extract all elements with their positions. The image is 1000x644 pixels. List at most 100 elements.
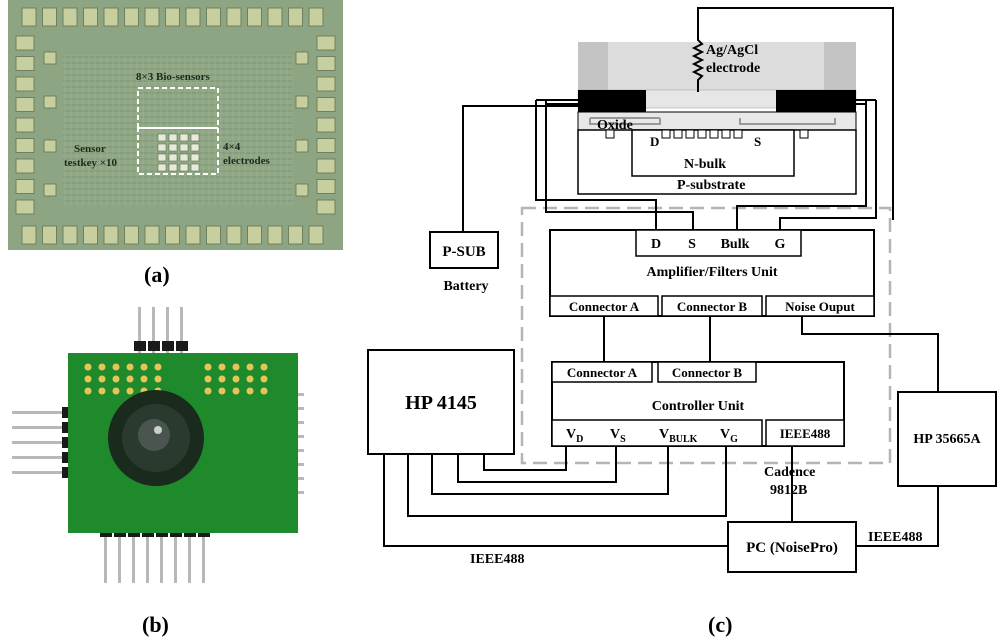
ctrl-connector-b — [657, 361, 757, 383]
pcb-hole — [218, 387, 226, 395]
header-pin — [12, 441, 74, 444]
epoxy-label: Epoxy — [788, 97, 826, 112]
bond-pad — [316, 199, 336, 215]
source-label: S — [754, 134, 761, 149]
bond-pad — [316, 35, 336, 51]
noise-output — [765, 295, 875, 317]
amp-conn-a-label: Connector A — [569, 299, 640, 314]
panel-label-a: (a) — [144, 262, 170, 287]
bond-pad — [267, 225, 283, 245]
biosensors-label: 8×3 Bio-sensors — [136, 71, 211, 83]
vd-label: VD — [566, 427, 583, 445]
electrolyte — [578, 42, 856, 90]
bond-pad — [206, 225, 221, 245]
electrode — [190, 133, 200, 142]
bond-pad — [316, 138, 336, 153]
bond-pad — [226, 7, 242, 27]
link-noise-output — [801, 316, 939, 392]
pcb-hole — [84, 363, 92, 371]
device-finger — [697, 129, 707, 139]
pcb-hole — [140, 363, 148, 371]
pcb-hole — [84, 387, 92, 395]
epoxy-left — [578, 90, 646, 112]
device-finger — [709, 129, 719, 139]
wire-source — [545, 100, 694, 230]
cadence-label-line2: 9812B — [770, 483, 807, 498]
header-pin — [12, 471, 74, 474]
ieee-left-label: IEEE488 — [470, 552, 524, 567]
contact-finger — [799, 129, 809, 139]
pcb-hole — [98, 363, 106, 371]
bond-pad — [206, 7, 221, 27]
pcb-hole — [246, 375, 254, 383]
wire-hp35665-pc — [856, 486, 939, 547]
battery-label: Battery — [443, 279, 488, 294]
bond-pad — [15, 117, 35, 133]
device-finger — [661, 129, 671, 139]
psubstrate-label: P-substrate — [677, 178, 745, 193]
pcb-hole — [232, 363, 240, 371]
bond-pad — [295, 183, 309, 197]
bond-pad — [295, 95, 309, 109]
electrode — [179, 133, 189, 142]
bond-pad — [316, 97, 336, 112]
bond-pad — [226, 225, 242, 245]
nbulk-label: N-bulk — [684, 157, 726, 172]
bond-pad — [316, 179, 336, 194]
sensor-label-line1: Sensor — [74, 143, 106, 155]
bond-pad — [124, 225, 139, 245]
pcb-hole — [218, 363, 226, 371]
drain-label: D — [650, 134, 659, 149]
wire-psub — [462, 105, 578, 232]
header-pin — [118, 525, 121, 583]
bond-pad — [15, 56, 35, 71]
controller-title: Controller Unit — [652, 399, 745, 414]
header-pin — [132, 525, 135, 583]
contact-finger — [605, 129, 615, 139]
bond-pad — [83, 7, 98, 27]
electrode — [179, 153, 189, 162]
pc-label: PC (NoisePro) — [746, 540, 838, 556]
header-pin — [180, 307, 183, 357]
amp-title: Amplifier/Filters Unit — [646, 265, 777, 280]
electrode — [190, 153, 200, 162]
bond-pads — [15, 7, 336, 245]
bond-pad — [15, 199, 35, 215]
electrode — [157, 133, 167, 142]
bond-pad — [316, 56, 336, 71]
panel-label-b: (b) — [142, 612, 169, 637]
amp-conn-b-label: Connector B — [677, 299, 748, 314]
hp35665a-box — [897, 391, 997, 487]
pc-noisepro-box — [727, 521, 857, 573]
pcb-hole — [260, 387, 268, 395]
electrode — [179, 143, 189, 152]
wire-hp4145-pc — [383, 454, 728, 547]
electrode-label-line1: Ag/AgCl — [706, 43, 758, 58]
header-pin — [12, 426, 74, 429]
wire-drain — [535, 100, 657, 230]
pcb-hole — [260, 375, 268, 383]
wire-vs — [457, 446, 617, 483]
pcb-hole — [126, 387, 134, 395]
bond-pad — [83, 225, 98, 245]
header-pin — [174, 525, 177, 583]
electrode — [168, 163, 178, 172]
bond-pad — [62, 225, 78, 245]
sensor-chip — [138, 419, 170, 451]
pcb-hole — [98, 387, 106, 395]
ctrl-ieee-label: IEEE488 — [780, 426, 831, 441]
bond-pad — [267, 7, 283, 27]
vg-label: VG — [720, 427, 738, 445]
header-pin — [188, 525, 191, 583]
vs-label: VS — [610, 427, 626, 445]
header-pin — [166, 307, 169, 357]
bond-pad — [103, 7, 119, 27]
bond-pad — [247, 225, 262, 245]
wire-bulk — [736, 100, 867, 230]
pcb-hole — [126, 375, 134, 383]
right-wall — [824, 42, 856, 90]
pcb-hole — [154, 363, 162, 371]
header-pin — [152, 307, 155, 357]
electrode — [168, 133, 178, 142]
